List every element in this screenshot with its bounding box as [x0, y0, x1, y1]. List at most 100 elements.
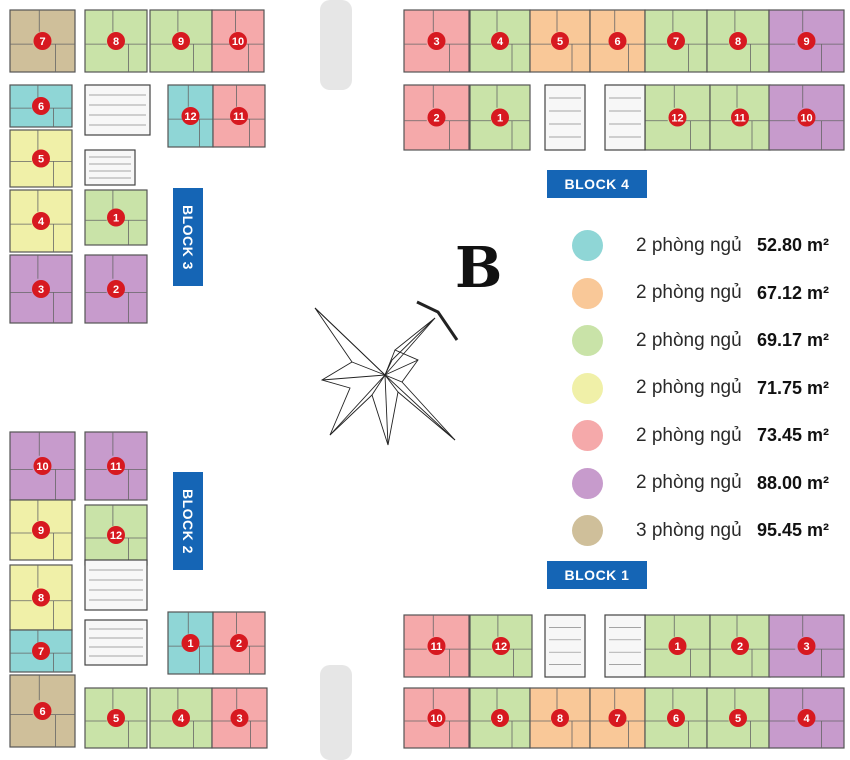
unit-number: 1	[113, 213, 119, 225]
unit-number: 11	[431, 641, 443, 653]
unit-number: 11	[110, 461, 122, 473]
unit-number-badge	[230, 634, 248, 652]
unit-number: 12	[495, 641, 507, 653]
legend-swatch	[572, 467, 603, 499]
unit-walls	[470, 688, 530, 748]
apartment-unit: 4	[9, 189, 73, 253]
apartment-unit: 7	[644, 9, 708, 73]
unit-walls	[470, 85, 530, 150]
apartment-unit: 11	[212, 84, 266, 148]
legend-swatch	[572, 515, 603, 547]
legend-unit-area: 95.45 m²	[757, 520, 830, 541]
unit-number-badge	[32, 521, 50, 539]
unit-walls	[10, 500, 72, 560]
unit-number-badge	[32, 97, 50, 115]
unit-number-badge	[797, 32, 816, 50]
unit-number-badge	[667, 32, 685, 50]
legend-unit-type: 2 phòng ngủ	[636, 472, 742, 494]
unit-walls	[707, 688, 769, 748]
apartment-unit: 1	[644, 614, 711, 678]
unit-number: 10	[800, 113, 812, 125]
unit-walls	[10, 630, 72, 672]
stair-core	[604, 614, 646, 678]
unit-number: 10	[36, 461, 48, 473]
unit-number-badge	[107, 208, 125, 227]
legend-unit-area: 69.17 m²	[757, 330, 830, 351]
block-2-label: BLOCK 2	[173, 472, 203, 570]
unit-number-badge	[32, 149, 50, 168]
unit-number-badge	[731, 108, 749, 127]
block-1-text: BLOCK 1	[564, 567, 630, 583]
block-1-label: BLOCK 1	[547, 561, 647, 589]
legend-swatch	[572, 277, 603, 309]
unit-number: 1	[674, 641, 680, 653]
unit-walls	[10, 675, 75, 747]
apartment-unit: 5	[529, 9, 591, 73]
unit-number-badge	[32, 642, 50, 660]
unit-number-badge	[608, 32, 627, 50]
unit-number-badge	[181, 634, 200, 652]
stair-core	[84, 619, 148, 666]
apartment-unit: 10	[768, 84, 845, 151]
unit-number: 12	[184, 111, 196, 123]
unit-number-badge	[668, 637, 687, 655]
legend-unit-type: 2 phòng ngủ	[636, 282, 742, 304]
apartment-unit: 9	[9, 499, 73, 561]
unit-number-badge	[33, 702, 52, 720]
legend-swatch	[572, 372, 603, 404]
unit-number: 4	[803, 713, 810, 725]
unit-walls	[769, 85, 844, 150]
unit-number: 3	[38, 284, 44, 296]
unit-number-badge	[797, 637, 816, 655]
unit-number: 6	[614, 36, 620, 48]
unit-number: 7	[38, 646, 44, 658]
legend-unit-area: 67.12 m²	[757, 282, 830, 303]
unit-number-badge	[33, 457, 52, 475]
unit-number-badge	[427, 32, 446, 50]
unit-number-badge	[107, 526, 125, 544]
unit-number: 3	[803, 641, 809, 653]
unit-number-badge	[492, 637, 510, 655]
unit-walls	[85, 255, 147, 323]
road-bottom	[320, 665, 352, 760]
unit-walls	[213, 85, 265, 147]
unit-walls	[530, 688, 590, 748]
apartment-unit: 9	[149, 9, 213, 73]
unit-walls	[10, 10, 75, 72]
unit-walls	[212, 10, 264, 72]
stair-core	[604, 84, 646, 151]
unit-walls	[168, 85, 213, 147]
unit-walls	[470, 10, 530, 72]
unit-number-badge	[731, 637, 749, 655]
apartment-unit: 1	[167, 611, 214, 675]
apartment-unit: 7	[9, 9, 76, 73]
unit-number: 8	[113, 36, 119, 48]
apartment-unit: 10	[403, 687, 470, 749]
unit-number: 7	[673, 36, 679, 48]
unit-number: 6	[38, 101, 44, 113]
unit-number-badge	[172, 709, 190, 727]
unit-walls	[404, 10, 469, 72]
unit-number: 5	[113, 713, 119, 725]
unit-number: 1	[187, 638, 193, 650]
unit-number: 8	[557, 713, 563, 725]
stair-core	[544, 84, 586, 151]
unit-number: 9	[497, 713, 503, 725]
apartment-unit: 5	[9, 129, 73, 188]
unit-number: 5	[735, 713, 741, 725]
unit-number-badge	[32, 588, 50, 607]
apartment-unit: 8	[84, 9, 148, 73]
unit-number-badge	[551, 709, 569, 727]
unit-walls	[470, 615, 532, 677]
apartment-unit: 6	[644, 687, 708, 749]
unit-number: 1	[497, 113, 503, 125]
unit-walls	[85, 10, 147, 72]
unit-area	[84, 431, 148, 501]
unit-number-badge	[32, 280, 50, 298]
unit-number-badge	[107, 457, 125, 475]
unit-number-badge	[491, 32, 509, 50]
